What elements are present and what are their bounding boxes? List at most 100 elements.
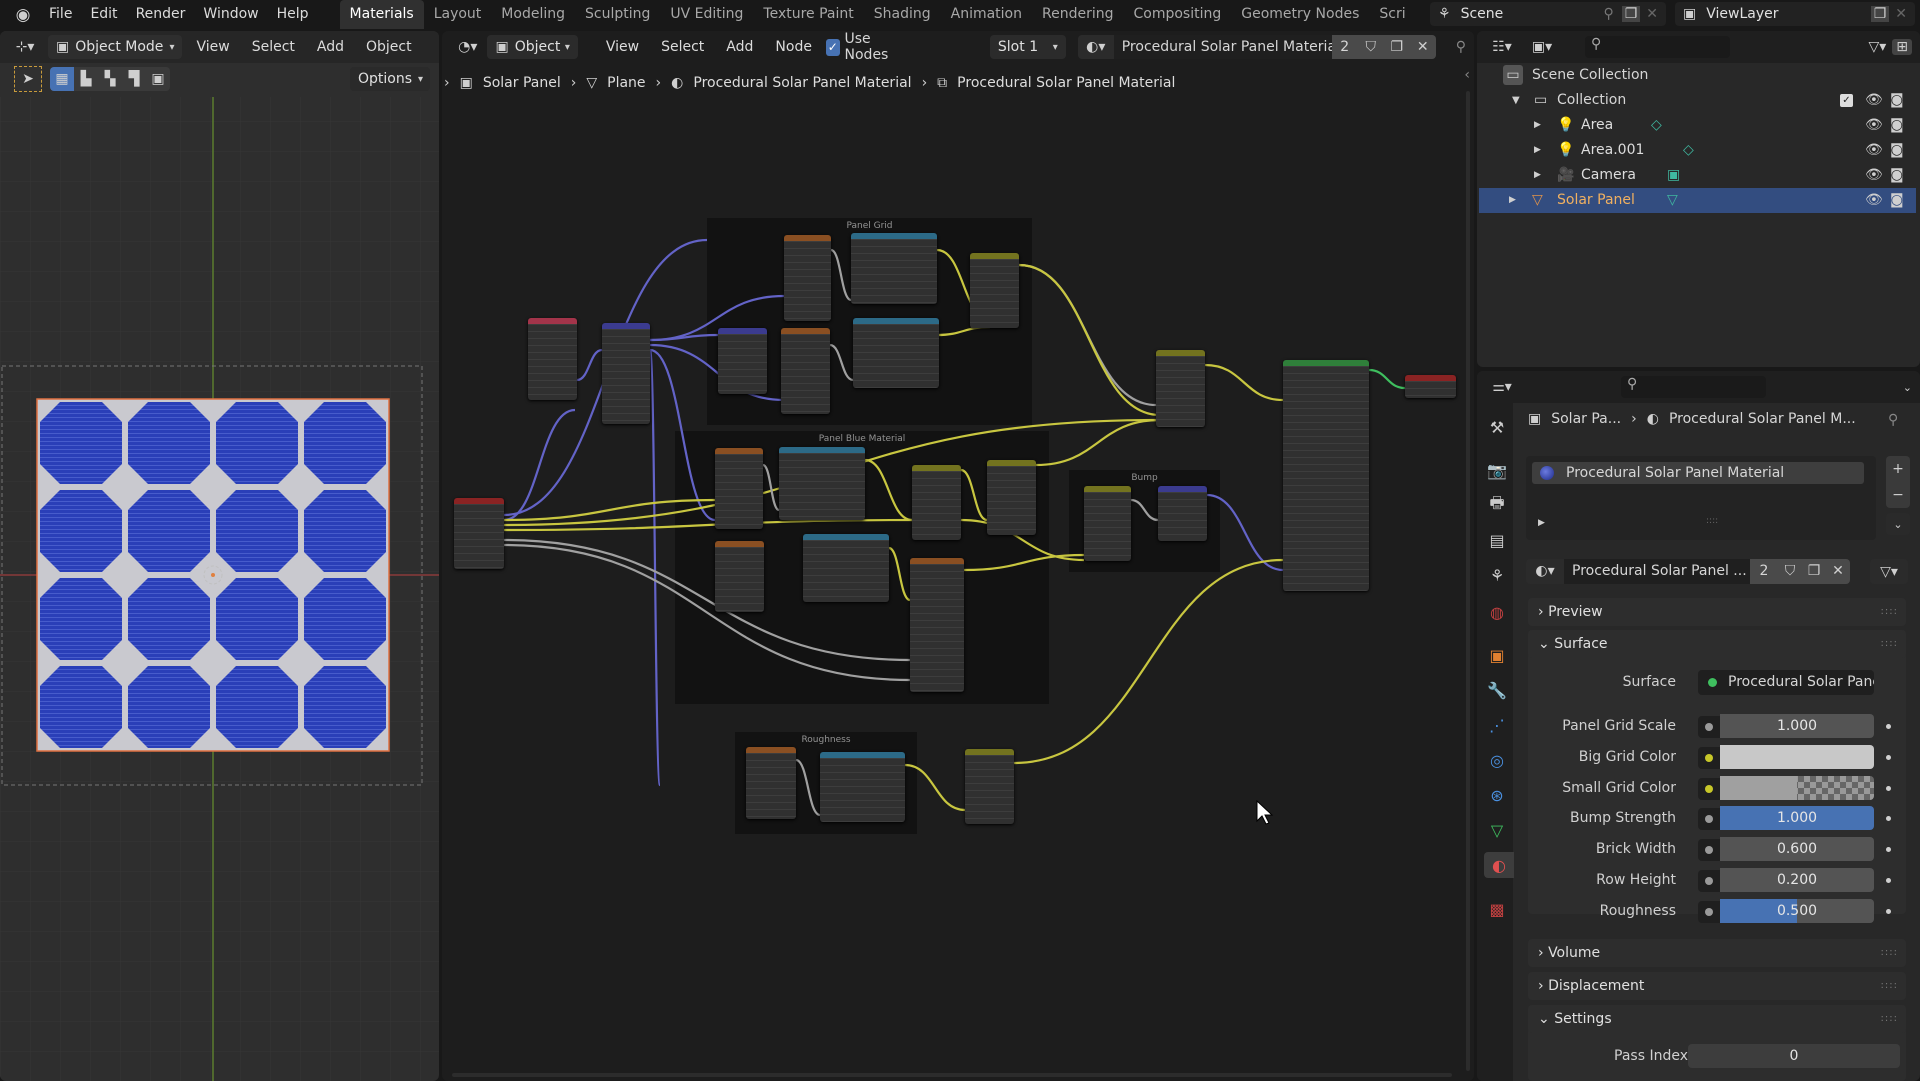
outliner-item[interactable]: ▶ 🎥 Camera ▣ 👁 ◙	[1479, 163, 1916, 188]
pin-icon[interactable]: ⚲	[1455, 39, 1466, 55]
light-data-icon[interactable]: ◇	[1683, 142, 1694, 158]
shader-node[interactable]	[965, 749, 1014, 824]
editor-type-icon[interactable]: ⊹▾	[15, 39, 35, 55]
options-chevron-icon[interactable]: ⌄	[1902, 380, 1912, 394]
visibility-eye-icon[interactable]: 👁	[1865, 92, 1883, 108]
drag-grip-icon[interactable]: ::::	[1880, 947, 1898, 958]
input-field[interactable]: 0.500	[1720, 899, 1874, 923]
particles-icon[interactable]: ⋰	[1489, 715, 1505, 735]
menu-edit[interactable]: Edit	[90, 6, 118, 22]
tab-texture-paint[interactable]: Texture Paint	[763, 6, 854, 22]
socket-icon[interactable]	[1698, 808, 1720, 830]
pin-icon[interactable]: ⚲	[1888, 412, 1899, 428]
disclosure-closed-icon[interactable]: ▶	[1534, 145, 1541, 155]
keyframe-dot-icon[interactable]	[1886, 878, 1891, 883]
shader-node[interactable]	[851, 233, 937, 304]
user-count[interactable]: 2	[1750, 559, 1778, 584]
light-data-icon[interactable]: ◇	[1651, 117, 1662, 133]
use-nodes-checkbox[interactable]: ✓ Use Nodes	[825, 31, 904, 63]
collapse-sidebar-icon[interactable]: ‹	[1464, 67, 1470, 83]
viewport-canvas[interactable]	[0, 31, 439, 1081]
tab-materials[interactable]: Materials	[339, 0, 424, 29]
panel-settings[interactable]: ⌄ Settings::::	[1528, 1005, 1906, 1033]
vertical-scrollbar[interactable]	[1466, 91, 1470, 1071]
add-slot-icon[interactable]: +	[1892, 461, 1904, 477]
outliner-search-input[interactable]: ⚲	[1585, 36, 1730, 58]
menu-node[interactable]: Node	[775, 39, 812, 55]
render-camera-icon[interactable]: ◙	[1890, 192, 1904, 208]
outliner-scene-collection[interactable]: ▭ Scene Collection	[1479, 63, 1916, 88]
menu-select[interactable]: Select	[661, 39, 705, 55]
keyframe-dot-icon[interactable]	[1886, 724, 1891, 729]
unlink-material-icon[interactable]: ✕	[1826, 559, 1850, 584]
input-field[interactable]: 0.200	[1720, 868, 1874, 892]
disclosure-closed-icon[interactable]: ▶	[1509, 195, 1516, 205]
select-tool-icon[interactable]: ➤	[14, 66, 42, 92]
input-field[interactable]	[1720, 745, 1874, 769]
panel-volume[interactable]: › Volume::::	[1528, 939, 1906, 967]
tab-scripting[interactable]: Scri	[1379, 6, 1406, 22]
socket-icon[interactable]	[1698, 778, 1720, 800]
shader-node[interactable]	[1158, 486, 1207, 541]
blender-logo-icon[interactable]: ◉	[15, 4, 31, 25]
menu-render[interactable]: Render	[135, 6, 186, 22]
view-layer-icon[interactable]: ▤	[1489, 530, 1505, 550]
shader-node[interactable]	[1283, 360, 1369, 591]
tab-modeling[interactable]: Modeling	[501, 6, 565, 22]
shader-node[interactable]	[718, 328, 767, 394]
shader-node[interactable]	[715, 541, 764, 612]
menu-help[interactable]: Help	[276, 6, 309, 22]
tab-layout[interactable]: Layout	[433, 6, 482, 22]
keyframe-dot-icon[interactable]	[1886, 847, 1891, 852]
horizontal-scrollbar[interactable]	[452, 1073, 1452, 1077]
exclude-checkbox-icon[interactable]: ✓	[1840, 94, 1853, 107]
tab-shading[interactable]: Shading	[873, 6, 931, 22]
menu-file[interactable]: File	[49, 6, 73, 22]
shader-node[interactable]	[803, 534, 889, 602]
tab-compositing[interactable]: Compositing	[1133, 6, 1222, 22]
mesh-data-icon[interactable]: ▽	[1490, 820, 1504, 840]
input-field[interactable]	[1720, 776, 1874, 800]
keyframe-dot-icon[interactable]	[1886, 816, 1891, 821]
delete-view-layer-icon[interactable]: ✕	[1895, 6, 1907, 22]
constraints-icon[interactable]: ⊛	[1490, 785, 1504, 805]
shader-node[interactable]	[1156, 350, 1205, 427]
material-browse-icon[interactable]: ◐▾	[1086, 39, 1106, 55]
render-icon[interactable]: 📷	[1487, 460, 1507, 480]
shader-node[interactable]	[454, 498, 504, 569]
shader-node[interactable]	[853, 318, 939, 388]
panel-displacement[interactable]: › Displacement::::	[1528, 972, 1906, 1000]
modifier-icon[interactable]: 🔧	[1487, 680, 1507, 700]
mode-dropdown[interactable]: ▣ Object Mode ▾	[48, 35, 183, 59]
shader-node[interactable]	[528, 318, 577, 400]
outliner-item[interactable]: ▶ ▽ Solar Panel ▽ 👁 ◙	[1479, 188, 1916, 213]
tab-uv-editing[interactable]: UV Editing	[670, 6, 744, 22]
new-view-layer-icon[interactable]: ❐	[1870, 6, 1890, 22]
material-link-type-icon[interactable]: ▽▾	[1870, 559, 1908, 584]
surface-shader-field[interactable]: Procedural Solar Panel ...	[1698, 670, 1874, 695]
remove-slot-icon[interactable]: −	[1892, 487, 1904, 503]
panel-preview[interactable]: › Preview::::	[1528, 598, 1906, 626]
new-scene-icon[interactable]: ❐	[1621, 6, 1641, 22]
world-icon[interactable]: ◍	[1490, 602, 1504, 622]
editor-type-icon[interactable]: ⚌▾	[1492, 379, 1512, 395]
menu-select[interactable]: Select	[251, 39, 295, 55]
shader-node[interactable]	[912, 465, 961, 540]
filter-icon[interactable]: ▽▾	[1868, 39, 1887, 55]
slot-specials-icon[interactable]: ⌄	[1886, 513, 1910, 535]
shader-node[interactable]	[602, 323, 650, 424]
output-icon[interactable]: 🖶	[1489, 492, 1505, 512]
select-extend-icon[interactable]: ▙	[80, 71, 92, 87]
socket-icon[interactable]	[1698, 839, 1720, 861]
slot-dropdown[interactable]: Slot 1 ▾	[989, 35, 1066, 59]
shader-node[interactable]	[987, 460, 1036, 535]
material-browse-icon[interactable]: ◐▾	[1535, 563, 1555, 579]
tab-animation[interactable]: Animation	[950, 6, 1022, 22]
fake-user-shield-icon[interactable]: ⛉	[1357, 35, 1384, 59]
socket-icon[interactable]	[1698, 870, 1720, 892]
menu-object[interactable]: Object	[366, 39, 412, 55]
duplicate-material-icon[interactable]: ❐	[1383, 35, 1410, 59]
user-count[interactable]: 2	[1331, 35, 1358, 59]
properties-search-input[interactable]: ⚲	[1621, 376, 1766, 398]
